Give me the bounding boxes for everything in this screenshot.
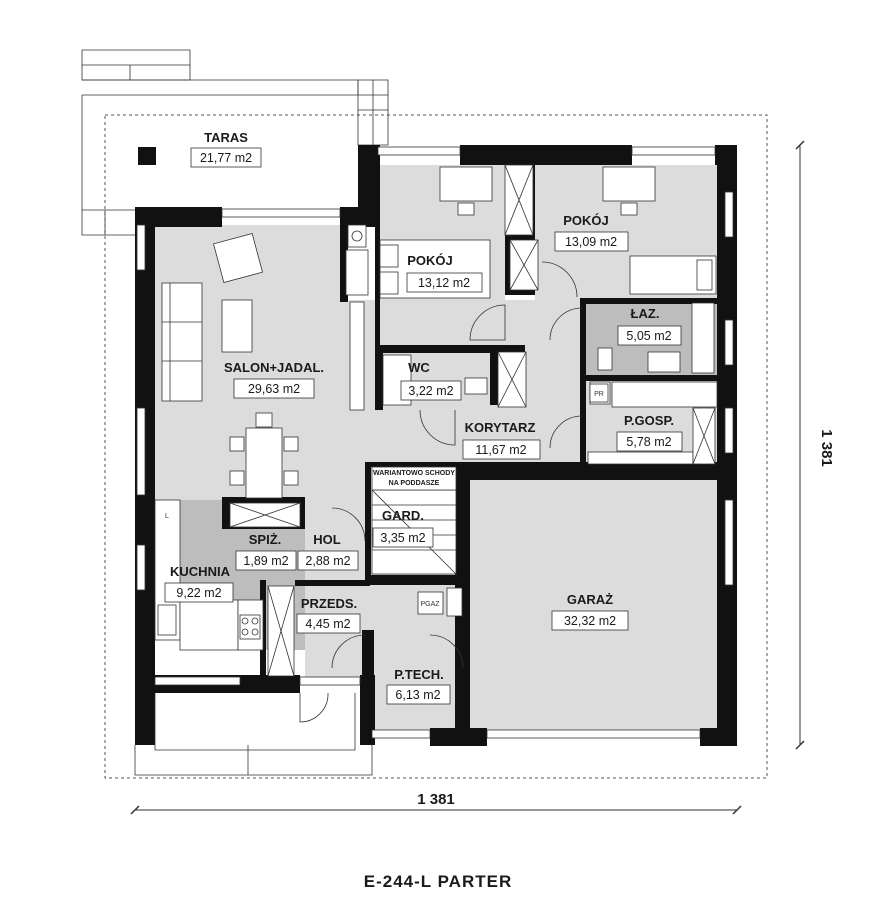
room-area-pgosp: 5,78 m2 bbox=[626, 435, 671, 449]
room-name-garaz: GARAŻ bbox=[567, 592, 613, 607]
room-name-ptech: P.TECH. bbox=[394, 667, 444, 682]
room-area-wc: 3,22 m2 bbox=[408, 384, 453, 398]
terrace-marker bbox=[138, 147, 156, 165]
room-name-gard: GARD. bbox=[382, 508, 424, 523]
room-name-przeds: PRZEDS. bbox=[301, 596, 357, 611]
room-area-salon: 29,63 m2 bbox=[248, 382, 300, 396]
room-name-kuchnia: KUCHNIA bbox=[170, 564, 231, 579]
pergola bbox=[81, 49, 389, 236]
room-area-pokoj-1: 13,12 m2 bbox=[418, 276, 470, 290]
room-name-pgosp: P.GOSP. bbox=[624, 413, 674, 428]
room-name-laz: ŁAZ. bbox=[631, 306, 660, 321]
dim-width-label: 1 381 bbox=[417, 791, 455, 808]
room-area-spiz: 1,89 m2 bbox=[243, 554, 288, 568]
kitchen-l-label: L bbox=[165, 513, 169, 520]
room-labels: TARAS 21,77 m2 POKÓJ 13,12 m2 POKÓJ 13,0… bbox=[164, 130, 683, 705]
roof-outline bbox=[104, 114, 768, 779]
porch bbox=[134, 692, 373, 776]
dimension-vertical bbox=[795, 140, 805, 750]
salon-furniture bbox=[161, 224, 369, 499]
room-area-pokoj-2: 13,09 m2 bbox=[565, 235, 617, 249]
room-name-wc: WC bbox=[408, 360, 430, 375]
pr-box bbox=[589, 383, 609, 403]
pgaz-box bbox=[417, 591, 444, 615]
stair-note-line-1: WARIANTOWO SCHODY bbox=[373, 470, 455, 477]
room-area-taras: 21,77 m2 bbox=[200, 151, 252, 165]
dimension-horizontal bbox=[130, 805, 742, 815]
pr-label: PR bbox=[594, 391, 604, 398]
dim-height-label: 1 381 bbox=[818, 429, 835, 467]
room-area-hol: 2,88 m2 bbox=[305, 554, 350, 568]
room-area-kuchnia: 9,22 m2 bbox=[176, 586, 221, 600]
room-area-laz: 5,05 m2 bbox=[626, 329, 671, 343]
room-name-salon: SALON+JADAL. bbox=[224, 360, 324, 375]
room-name-pokoj-1: POKÓJ bbox=[407, 253, 453, 268]
room-area-gard: 3,35 m2 bbox=[380, 531, 425, 545]
pgaz-label: PGAZ bbox=[420, 601, 440, 608]
doors bbox=[331, 261, 583, 669]
room-name-hol: HOL bbox=[313, 532, 341, 547]
stair-note-line-2: NA PODDASZE bbox=[389, 480, 440, 487]
room-name-pokoj-2: POKÓJ bbox=[563, 213, 609, 228]
room-area-korytarz: 11,67 m2 bbox=[475, 443, 526, 457]
room-name-spiz: SPIŻ. bbox=[249, 532, 282, 547]
plan-caption: E-244-L PARTER bbox=[364, 872, 512, 891]
room-area-garaz: 32,32 m2 bbox=[564, 614, 616, 628]
room-area-ptech: 6,13 m2 bbox=[395, 688, 440, 702]
windows bbox=[136, 146, 734, 739]
room-name-taras: TARAS bbox=[204, 130, 248, 145]
room-name-korytarz: KORYTARZ bbox=[465, 420, 536, 435]
room-area-przeds: 4,45 m2 bbox=[305, 617, 350, 631]
stair-note-box bbox=[371, 466, 457, 491]
